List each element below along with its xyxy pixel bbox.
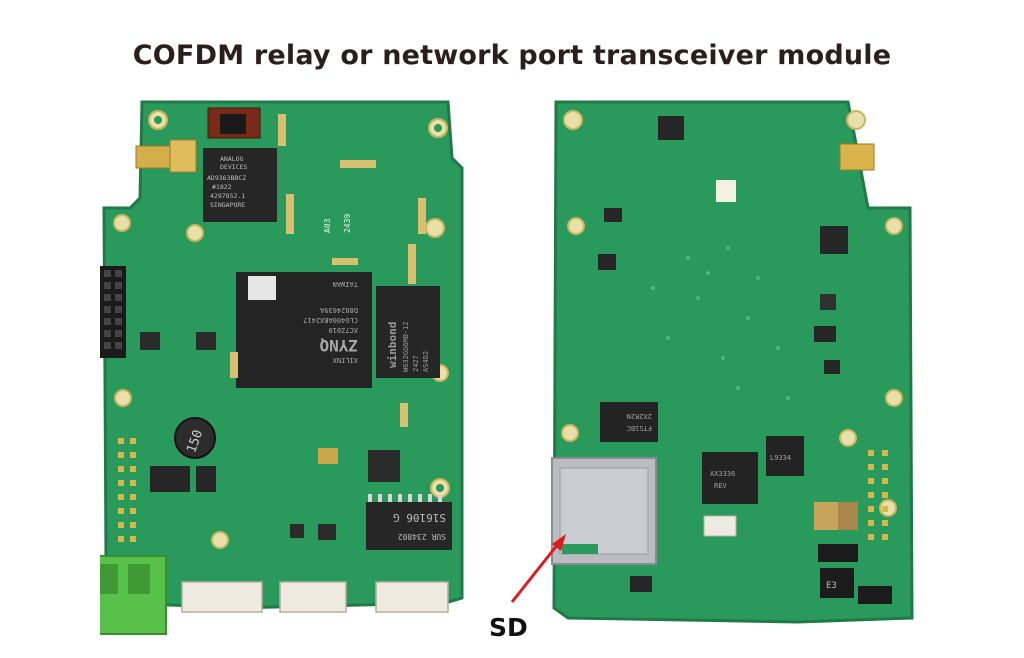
right-ic-labels: FTS1BC 2X2R2N <box>627 412 652 432</box>
svg-text:S16106 G: S16106 G <box>393 511 446 524</box>
svg-text:AX3336: AX3336 <box>710 470 735 478</box>
svg-text:D8824639A: D8824639A <box>319 306 358 314</box>
svg-text:XC7Z010: XC7Z010 <box>328 326 358 334</box>
svg-text:W632GG6MB-12: W632GG6MB-12 <box>402 321 410 372</box>
svg-text:SUR 234802: SUR 234802 <box>398 532 446 541</box>
svg-text:CLG400ABX2417: CLG400ABX2417 <box>303 316 358 324</box>
svg-text:TAIWAN: TAIWAN <box>333 280 358 288</box>
adc-chip-labels: ANALOG DEVICES AD9363BBCZ #1822 4297852.… <box>207 155 247 209</box>
svg-text:SINGAPORE: SINGAPORE <box>210 201 245 209</box>
svg-text:REV: REV <box>714 482 727 490</box>
sd-arrow <box>510 534 566 603</box>
zynq-chip-labels: XILINX ZYNQ XC7Z010 CLG400ABX2417 D88246… <box>303 280 358 364</box>
svg-text:4297852.1: 4297852.1 <box>210 192 245 200</box>
silk-2439: 2439 <box>343 214 352 233</box>
left-pcb-photo: ANALOG DEVICES AD9363BBCZ #1822 4297852.… <box>100 100 464 635</box>
silk-a03: A03 <box>323 218 332 233</box>
right-qfp-labels: AX3336 REV <box>710 470 735 490</box>
svg-text:AD9363BBCZ: AD9363BBCZ <box>207 174 246 182</box>
magnetics-labels: SUR 234802 S16106 G <box>393 511 446 541</box>
svg-text:DEVICES: DEVICES <box>220 163 247 171</box>
right-pcb-photo: FTS1BC 2X2R2N AX3336 REV L9334 E3 <box>551 100 914 624</box>
svg-text:2427: 2427 <box>412 355 420 372</box>
sd-label: SD <box>489 613 528 642</box>
svg-text:ANALOG: ANALOG <box>220 155 244 163</box>
svg-text:ZYNQ: ZYNQ <box>319 336 358 355</box>
right-diode-label: E3 <box>826 581 837 591</box>
svg-text:#1822: #1822 <box>212 183 232 191</box>
svg-text:AS4D2: AS4D2 <box>422 351 430 372</box>
svg-text:FTS1BC: FTS1BC <box>627 424 652 432</box>
page-title: COFDM relay or network port transceiver … <box>132 40 892 71</box>
winbond-chip-labels: winbond W632GG6MB-12 2427 AS4D2 <box>386 321 430 372</box>
right-tssop-label: L9334 <box>770 454 791 462</box>
svg-text:XILINX: XILINX <box>332 356 358 364</box>
svg-text:winbond: winbond <box>386 322 399 368</box>
svg-text:2X2R2N: 2X2R2N <box>627 412 652 420</box>
